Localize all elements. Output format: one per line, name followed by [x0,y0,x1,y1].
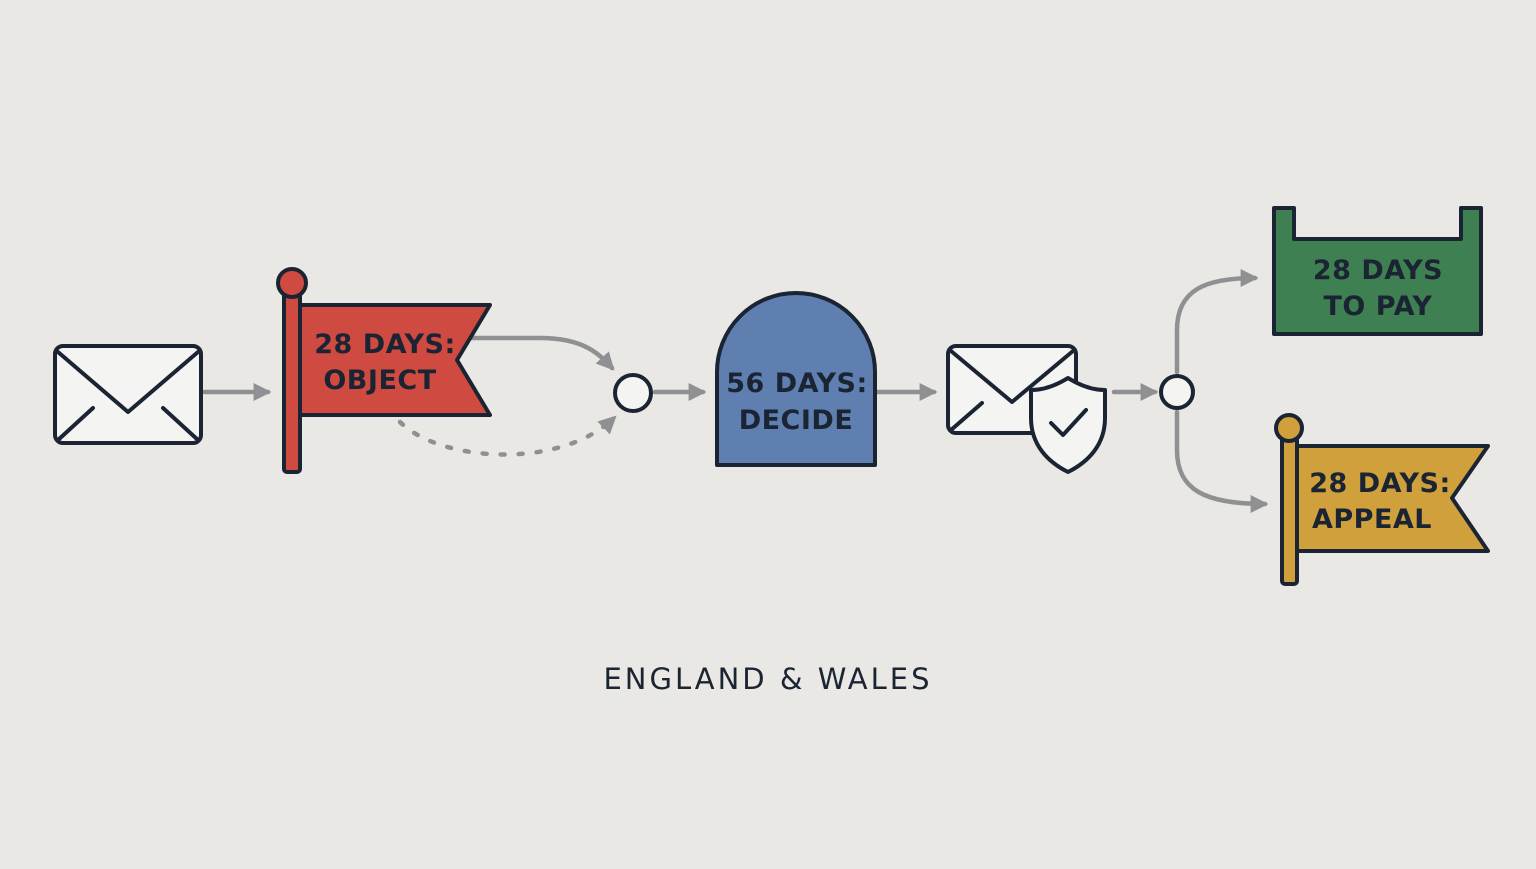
arrow-split-to-appeal [1174,409,1269,513]
red-flag-icon: 28 DAYS: OBJECT [276,267,492,474]
decide-line-1: 56 DAYS: [726,368,868,399]
appeal-line-2: APPEAL [1312,504,1432,535]
split-circle [1159,374,1195,410]
green-box-icon: 28 DAYS TO PAY [1272,206,1483,336]
connectors [201,269,1269,513]
pay-line-1: 28 DAYS [1313,255,1443,286]
diagram-caption: ENGLAND & WALES [603,662,932,696]
arrow-object-to-junction [469,335,615,371]
yellow-flag-icon: 28 DAYS: APPEAL [1274,413,1490,586]
decide-line-2: DECIDE [739,405,854,436]
envelope-icon [53,344,203,445]
arrow-split-to-pay [1174,269,1259,375]
junction-circle [613,373,653,413]
object-line-1: 28 DAYS: [314,329,456,360]
dotted-arrow-no-objection [397,415,617,457]
appeal-line-1: 28 DAYS: [1309,468,1451,499]
pay-line-2: TO PAY [1324,291,1433,322]
envelope-shield-check-icon [946,344,1107,474]
object-line-2: OBJECT [323,365,436,396]
tombstone-shape: 56 DAYS: DECIDE [715,291,877,467]
